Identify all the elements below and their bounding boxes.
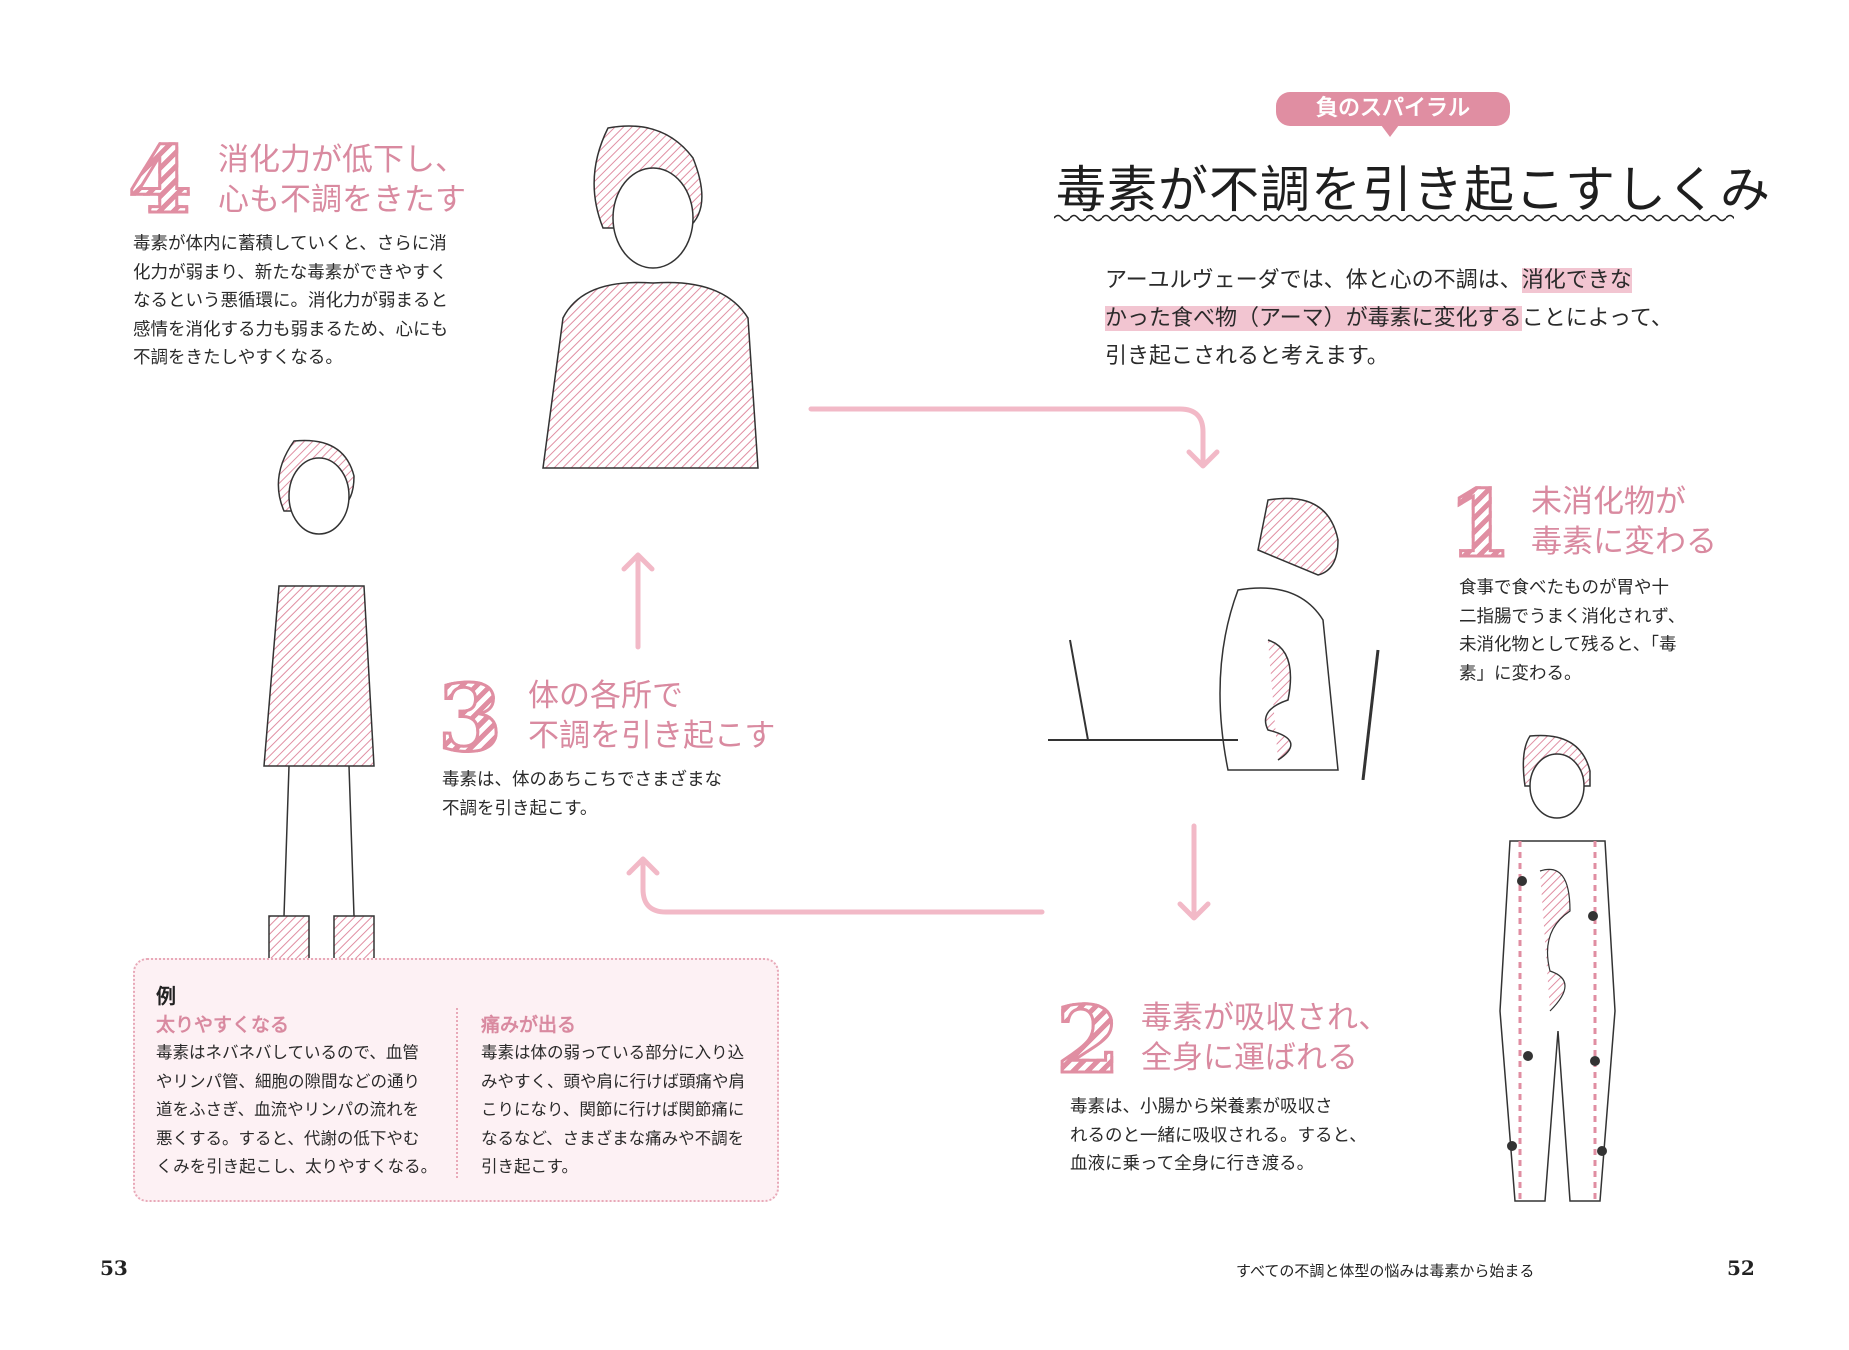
intro-line2: ことによって、 <box>1521 306 1673 331</box>
step-4-heading: 消化力が低下し、心も不調をきたす <box>218 142 466 218</box>
illustration-body-toxin-flow <box>1499 734 1616 1202</box>
page-number-left: 53 <box>100 1256 128 1280</box>
wavy-underline <box>1054 212 1734 224</box>
step-4-numeral: 4 <box>126 126 193 234</box>
section-tag: 負のスパイラル <box>1276 92 1510 137</box>
step-2-numeral: 2 <box>1054 986 1121 1094</box>
illustration-woman-shoulder-pain <box>263 439 375 992</box>
step-1-heading: 未消化物が毒素に変わる <box>1531 484 1717 560</box>
intro-line3: 引き起こされると考えます。 <box>1105 344 1389 369</box>
step-3-body: 毒素は、体のあちこちでさまざまな不調を引き起こす。 <box>442 770 722 819</box>
running-title: すべての不調と体型の悩みは毒素から始まる <box>1236 1262 1535 1280</box>
intro-line1: アーユルヴェーダでは、体と心の不調は、 <box>1105 268 1522 293</box>
arrow-2-to-3 <box>626 856 1045 915</box>
illustration-woman-eating-laptop <box>1048 497 1380 780</box>
example-weight-gain: 太りやすくなる 毒素はネバネバしているので、血管やリンパ管、細胞の隙間などの通り… <box>156 1010 437 1182</box>
step-3-heading: 体の各所で不調を引き起こす <box>528 678 776 754</box>
examples-label: 例 <box>156 984 176 1008</box>
example-pain: 痛みが出る 毒素は体の弱っている部分に入り込みやすく、頭や肩に行けば頭痛や肩こり… <box>481 1010 745 1182</box>
arrow-1-to-2 <box>1177 823 1211 921</box>
step-1-body: 食事で食べたものが胃や十二指腸でうまく消化されず、未消化物として残ると、「毒素」… <box>1459 578 1686 684</box>
step-1-numeral: 1 <box>1446 470 1513 578</box>
intro-text: アーユルヴェーダでは、体と心の不調は、消化できな かった食べ物（アーマ）が毒素に… <box>1105 262 1673 376</box>
arrow-3-to-4 <box>621 552 655 650</box>
step-3-numeral: 3 <box>436 664 503 772</box>
page-title: 毒素が不調を引き起こすしくみ <box>1056 161 1771 219</box>
step-2-body: 毒素は、小腸から栄養素が吸収されるのと一緒に吸収される。すると、血液に乗って全身… <box>1070 1097 1367 1174</box>
arrow-4-to-1 <box>808 406 1220 469</box>
intro-highlight: 消化できな <box>1521 268 1632 293</box>
illustration-woman-chest <box>542 125 759 469</box>
examples-divider <box>456 1008 458 1178</box>
example-heading: 痛みが出る <box>481 1014 577 1036</box>
step-4-body: 毒素が体内に蓄積していくと、さらに消化力が弱まり、新たな毒素ができやすくなるとい… <box>133 234 448 368</box>
page-number-right: 52 <box>1727 1256 1755 1280</box>
step-2-heading: 毒素が吸収され、全身に運ばれる <box>1141 1000 1390 1076</box>
example-heading: 太りやすくなる <box>156 1014 290 1036</box>
intro-highlight: かった食べ物（アーマ）が毒素に変化する <box>1105 306 1522 331</box>
